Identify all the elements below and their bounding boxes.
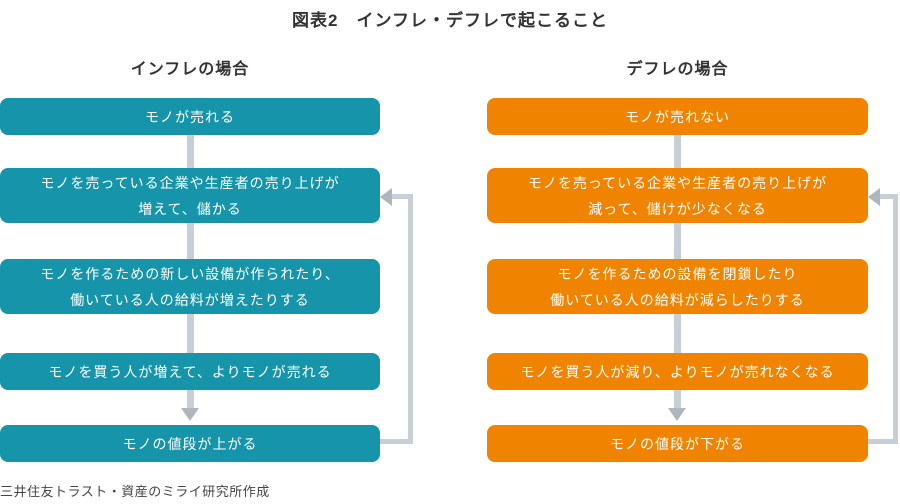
feedback-loop-line <box>868 439 898 444</box>
arrow-left-icon <box>868 188 880 206</box>
flow-box-deflation-4: モノを買う人が減り、よりモノが売れなくなる <box>487 353 868 390</box>
connector-line <box>674 314 681 353</box>
feedback-loop-line <box>879 194 898 199</box>
flow-box-inflation-3: モノを作るための新しい設備が作られたり、 働いている人の給料が増えたりする <box>0 259 380 314</box>
arrow-left-icon <box>380 188 392 206</box>
arrow-down-icon <box>668 408 686 421</box>
connector-line <box>187 314 194 353</box>
connector-line <box>187 135 194 168</box>
feedback-loop-line <box>380 439 413 444</box>
flow-box-inflation-1: モノが売れる <box>0 98 380 135</box>
column-header-inflation: インフレの場合 <box>130 61 250 78</box>
flow-box-inflation-4: モノを買う人が増えて、よりモノが売れる <box>0 353 380 390</box>
flow-box-deflation-3: モノを作るための設備を閉鎖したり 働いている人の給料が減らしたりする <box>487 259 868 314</box>
connector-line <box>674 390 681 409</box>
feedback-loop-line <box>893 194 898 444</box>
column-header-deflation: デフレの場合 <box>626 61 729 78</box>
connector-line <box>674 135 681 168</box>
feedback-loop-line <box>391 194 413 199</box>
flow-box-inflation-5: モノの値段が上がる <box>0 425 380 462</box>
flow-box-inflation-2: モノを売っている企業や生産者の売り上げが 増えて、儲かる <box>0 168 380 223</box>
connector-line <box>187 223 194 259</box>
connector-line <box>674 223 681 259</box>
source-credit: 三井住友トラスト・資産のミライ研究所作成 <box>0 484 270 499</box>
flow-box-deflation-5: モノの値段が下がる <box>487 425 868 462</box>
connector-line <box>187 390 194 409</box>
arrow-down-icon <box>181 408 199 421</box>
flow-box-deflation-1: モノが売れない <box>487 98 868 135</box>
flow-box-deflation-2: モノを売っている企業や生産者の売り上げが 減って、儲けが少なくなる <box>487 168 868 223</box>
feedback-loop-line <box>408 194 413 444</box>
figure-title: 図表2 インフレ・デフレで起こること <box>292 11 608 30</box>
